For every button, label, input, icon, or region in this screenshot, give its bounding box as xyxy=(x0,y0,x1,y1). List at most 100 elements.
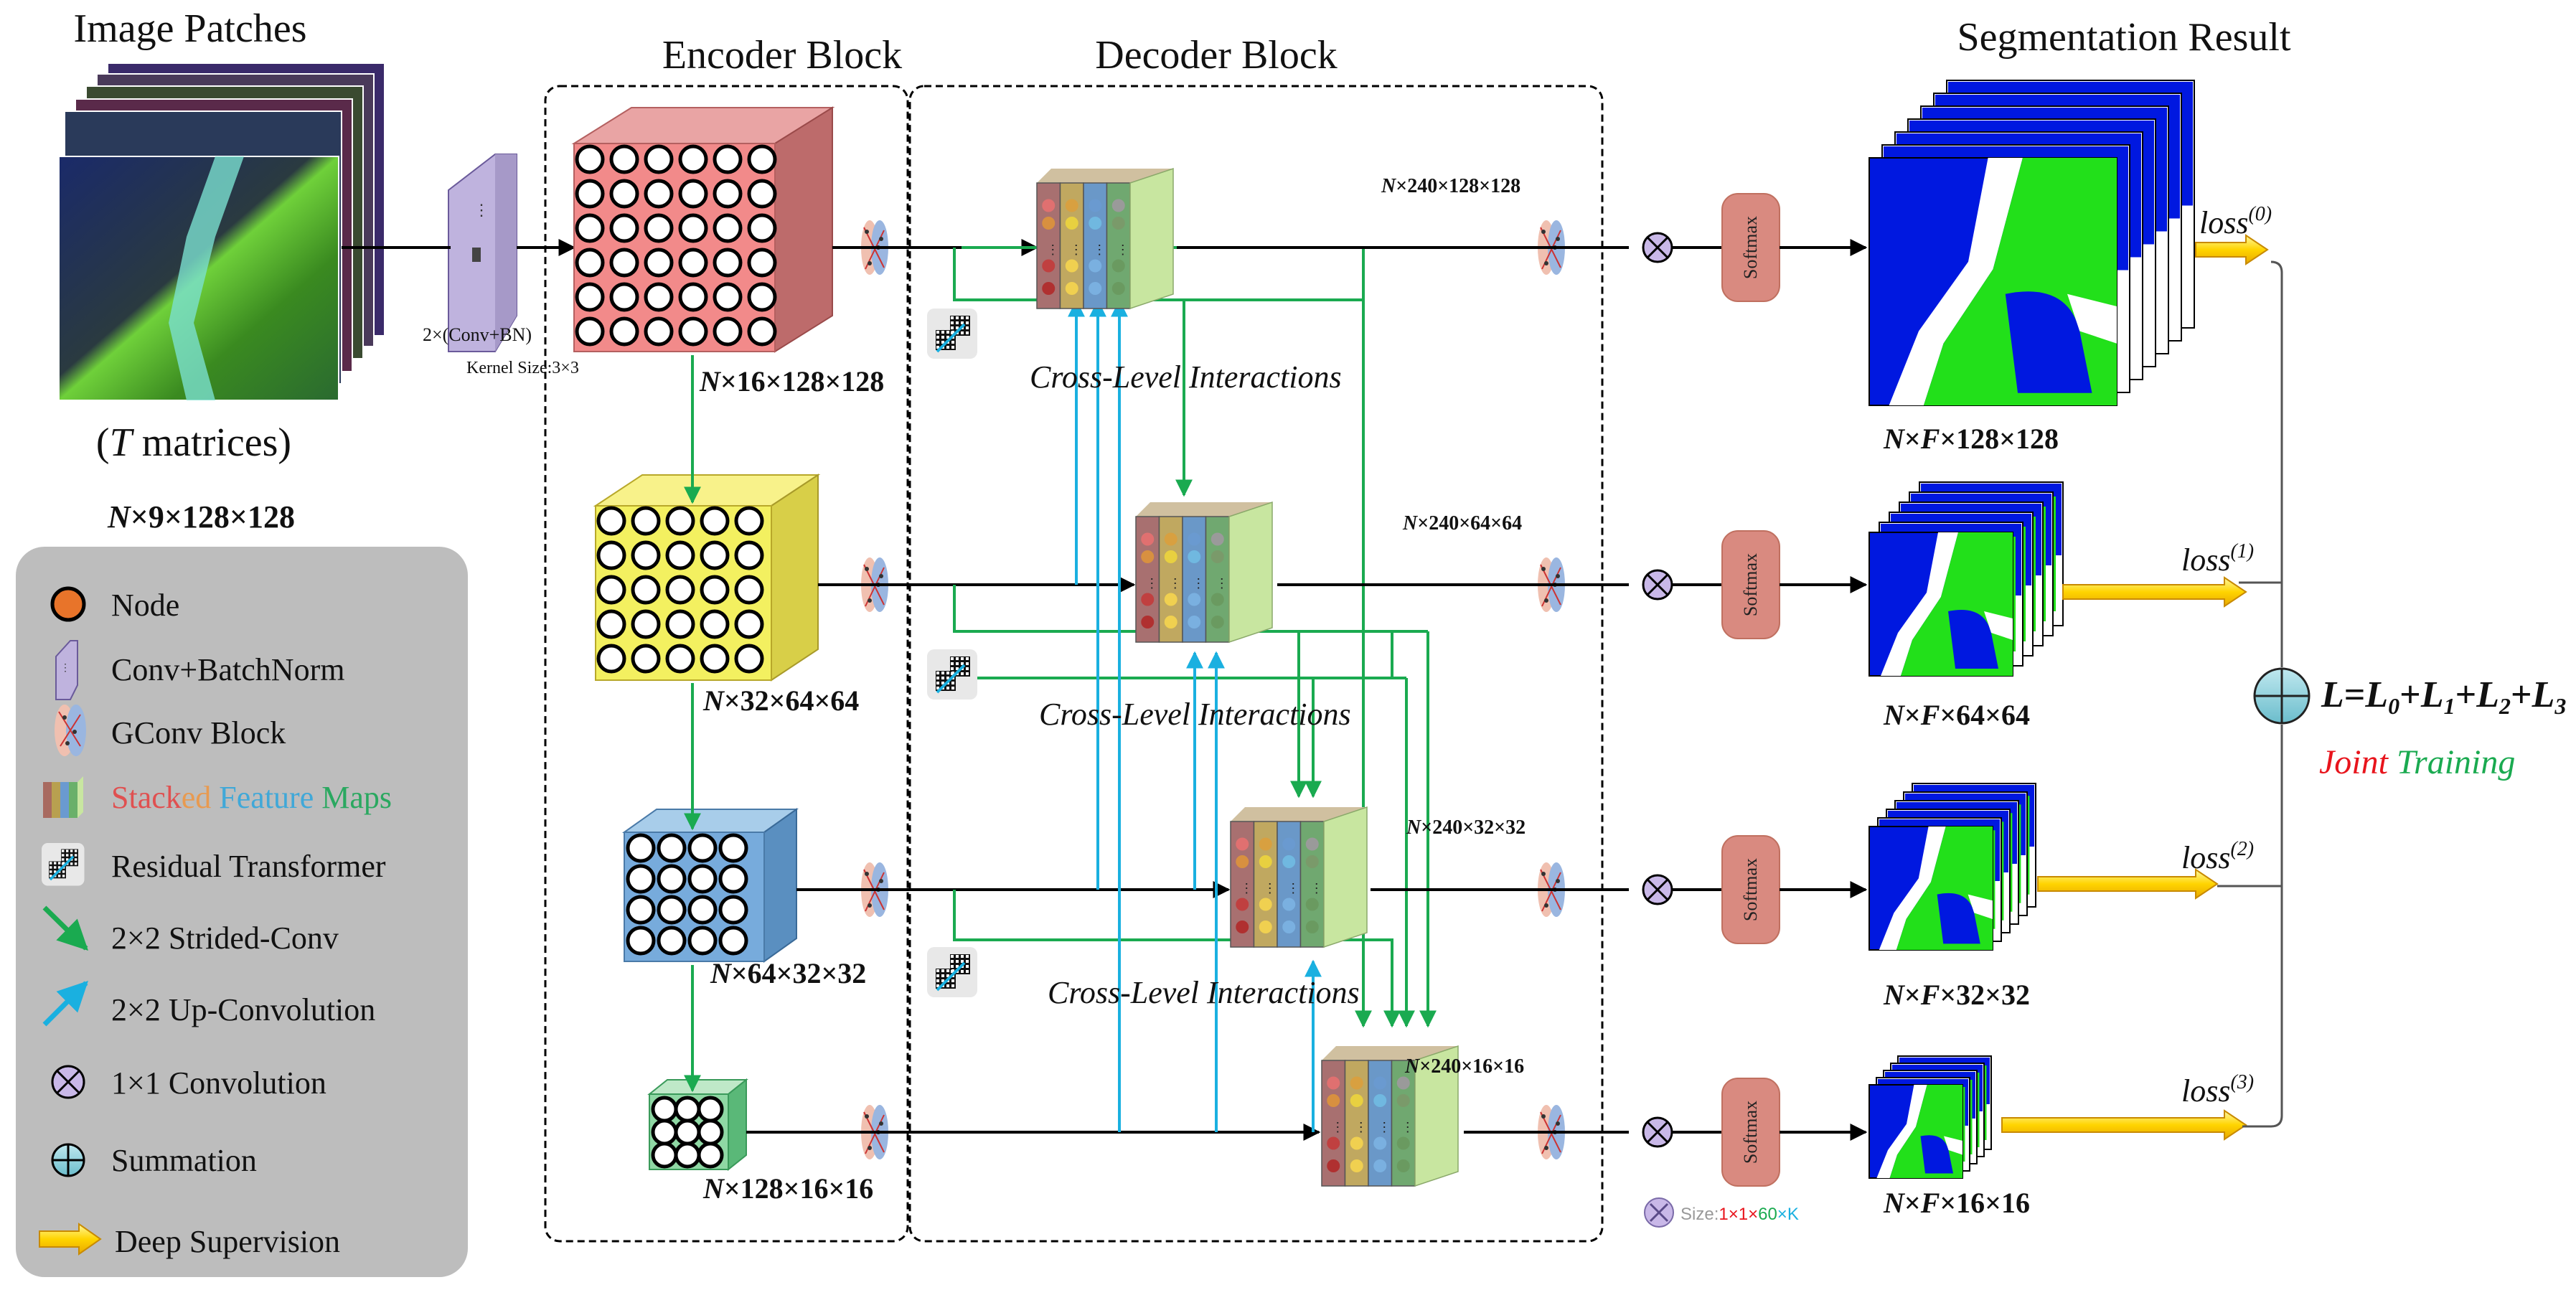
dec2-dims: ×240×64×64 xyxy=(1417,512,1522,535)
node xyxy=(609,179,639,209)
node xyxy=(651,1141,678,1169)
legend: Node ⋮ Conv+BatchNorm GConv Block Stacke… xyxy=(39,586,392,1259)
legend-strided-icon xyxy=(42,905,88,951)
loss2-sup: (2) xyxy=(2230,838,2254,860)
dec1-dims: ×240×128×128 xyxy=(1396,175,1520,197)
enc4-n: N xyxy=(702,1172,725,1205)
legend-upconv-icon xyxy=(42,981,88,1027)
svg-text:⋮: ⋮ xyxy=(1046,243,1059,257)
size-note: Size:1×1×60×K xyxy=(1644,1197,1799,1228)
svg-text:N×240×64×64: N×240×64×64 xyxy=(1402,512,1522,535)
total-l1: L xyxy=(2420,674,2444,715)
out1-f: F xyxy=(1920,423,1940,455)
node xyxy=(697,1096,724,1123)
out4-dims: ×16×16 xyxy=(1940,1187,2030,1219)
legend-stacked-b: ed xyxy=(182,780,212,815)
svg-text:loss(1): loss(1) xyxy=(2181,540,2254,578)
cross-level-label-1: Cross-Level Interactions xyxy=(1030,359,1342,395)
transformer-icon xyxy=(927,309,977,359)
segmentation-results xyxy=(1868,80,2269,1179)
total-l0: L xyxy=(2364,674,2388,715)
node xyxy=(718,926,748,956)
loss3: loss xyxy=(2181,1073,2230,1108)
loss0-sup: (0) xyxy=(2248,203,2272,225)
node xyxy=(713,316,743,347)
encoder-block-frame xyxy=(544,85,909,1243)
svg-text:⋮: ⋮ xyxy=(1355,1120,1368,1134)
node xyxy=(700,540,730,570)
total-p1: + xyxy=(2399,674,2421,715)
svg-text:⋮: ⋮ xyxy=(1401,1120,1414,1134)
svg-text:N×F×16×16: N×F×16×16 xyxy=(1883,1187,2030,1219)
legend-upconv: 2×2 Up-Convolution xyxy=(111,992,375,1027)
node xyxy=(734,506,764,536)
node xyxy=(626,926,656,956)
encoder-level-2-nodes xyxy=(596,506,764,674)
node xyxy=(626,864,656,894)
input-t-open: ( xyxy=(96,420,110,465)
size-note-a: 1×1× xyxy=(1719,1205,1758,1224)
title-segmentation-result: Segmentation Result xyxy=(1957,15,2291,60)
node xyxy=(678,248,708,278)
input-dims: ×9×128×128 xyxy=(131,499,295,535)
node xyxy=(674,1141,701,1169)
loss0: loss xyxy=(2199,205,2248,240)
enc1-dims: ×16×128×128 xyxy=(720,365,884,397)
node xyxy=(697,1119,724,1146)
node xyxy=(747,282,777,312)
node xyxy=(609,282,639,312)
svg-text:⋮: ⋮ xyxy=(1378,1120,1391,1134)
node xyxy=(575,282,605,312)
node xyxy=(575,179,605,209)
softmax-label: Softmax xyxy=(1740,553,1761,616)
total-p2: + xyxy=(2455,674,2477,715)
node xyxy=(700,644,730,674)
svg-text:⋮: ⋮ xyxy=(1264,881,1277,895)
segmentation-map-stack xyxy=(1868,783,2036,951)
node xyxy=(575,316,605,347)
loss1: loss xyxy=(2181,542,2230,578)
svg-text:N×64×32×32: N×64×32×32 xyxy=(710,957,866,989)
out2-x: × xyxy=(1904,699,1921,731)
node xyxy=(631,609,661,639)
node xyxy=(687,926,718,956)
softmax-block: Softmax xyxy=(1721,193,1780,302)
node xyxy=(665,575,695,605)
node xyxy=(678,213,708,243)
svg-text:⋮: ⋮ xyxy=(1169,576,1182,590)
svg-text:N×240×128×128: N×240×128×128 xyxy=(1381,175,1520,197)
node xyxy=(626,833,656,863)
total-l: L xyxy=(2321,674,2344,715)
total-p3: + xyxy=(2511,674,2532,715)
svg-text:N×F×64×64: N×F×64×64 xyxy=(1883,699,2030,731)
encoder-level-4-nodes xyxy=(651,1096,724,1169)
node xyxy=(747,213,777,243)
svg-text:N×240×16×16: N×240×16×16 xyxy=(1404,1055,1524,1078)
enc1-n: N xyxy=(699,365,722,397)
encoder-level-1-nodes xyxy=(575,144,777,347)
node xyxy=(747,248,777,278)
out1-dims: ×128×128 xyxy=(1940,423,2059,455)
total-l3: L xyxy=(2532,674,2555,715)
residual-transformer-icons xyxy=(927,309,977,997)
node xyxy=(734,609,764,639)
svg-text:⋮: ⋮ xyxy=(1093,243,1106,257)
dec4-dims: ×240×16×16 xyxy=(1419,1055,1524,1078)
node xyxy=(718,833,748,863)
out4-f: F xyxy=(1920,1187,1940,1219)
legend-deep-sup: Deep Supervision xyxy=(115,1224,340,1259)
node xyxy=(678,282,708,312)
dec3-n: N xyxy=(1406,816,1422,839)
deep-supervision-arrow-3 xyxy=(2001,1109,2247,1141)
enc3-dims: ×64×32×32 xyxy=(731,957,866,989)
conv1x1-icon xyxy=(1642,1116,1673,1148)
input-t-var: T xyxy=(110,420,135,465)
legend-summation-icon xyxy=(51,1143,85,1177)
svg-text:N×F×32×32: N×F×32×32 xyxy=(1883,979,2030,1011)
node xyxy=(713,144,743,174)
legend-conv1x1-icon xyxy=(51,1065,85,1099)
decoder-stacks: ⋮⋮⋮⋮⋮⋮⋮⋮⋮⋮⋮⋮⋮⋮⋮⋮ xyxy=(1036,167,1459,1187)
feature-map-stack: ⋮⋮⋮⋮ xyxy=(1321,1045,1459,1187)
node xyxy=(609,144,639,174)
